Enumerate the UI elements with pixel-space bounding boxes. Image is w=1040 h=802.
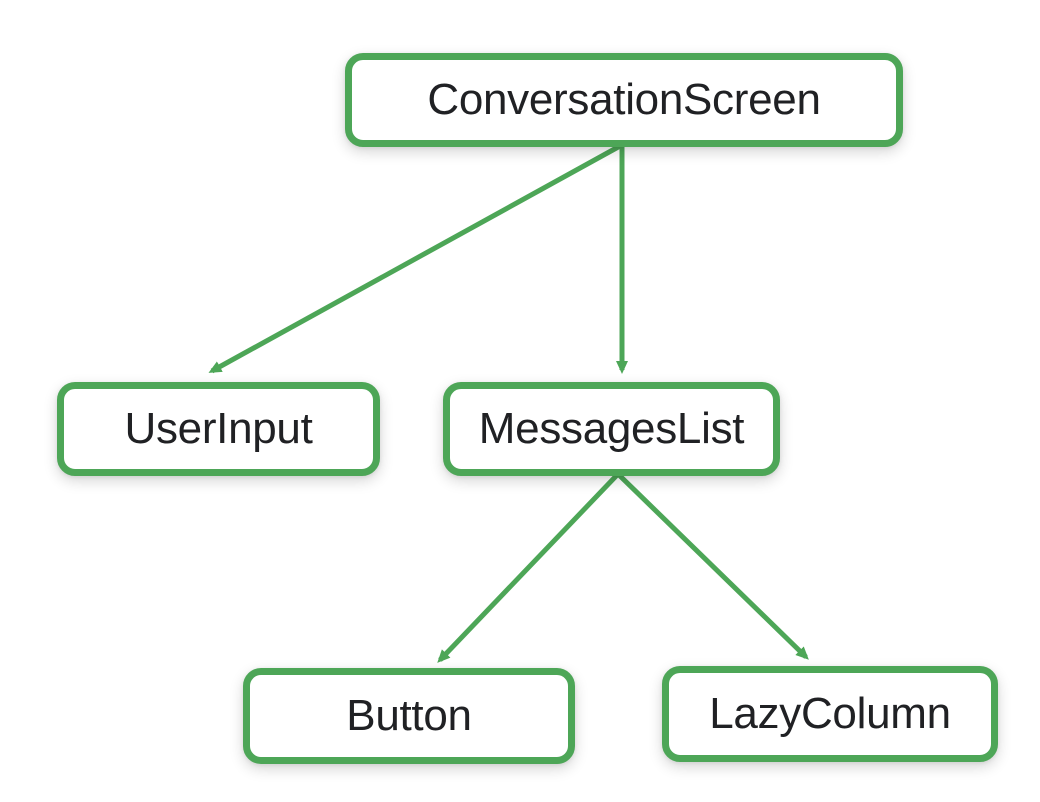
edge-conversationscreen-userinput — [208, 143, 622, 374]
edge-messageslist-button — [437, 472, 620, 663]
node-lazy-column-label: LazyColumn — [709, 689, 951, 738]
node-button: Button — [243, 668, 575, 764]
node-user-input-label: UserInput — [124, 404, 313, 453]
node-conversation-screen-label: ConversationScreen — [427, 75, 821, 124]
node-lazy-column: LazyColumn — [662, 666, 998, 762]
edge-messageslist-lazycolumn — [616, 472, 809, 660]
node-messages-list-label: MessagesList — [478, 404, 745, 453]
node-button-label: Button — [346, 691, 472, 740]
node-messages-list: MessagesList — [443, 382, 780, 476]
node-user-input: UserInput — [57, 382, 380, 476]
node-conversation-screen: ConversationScreen — [345, 53, 903, 147]
